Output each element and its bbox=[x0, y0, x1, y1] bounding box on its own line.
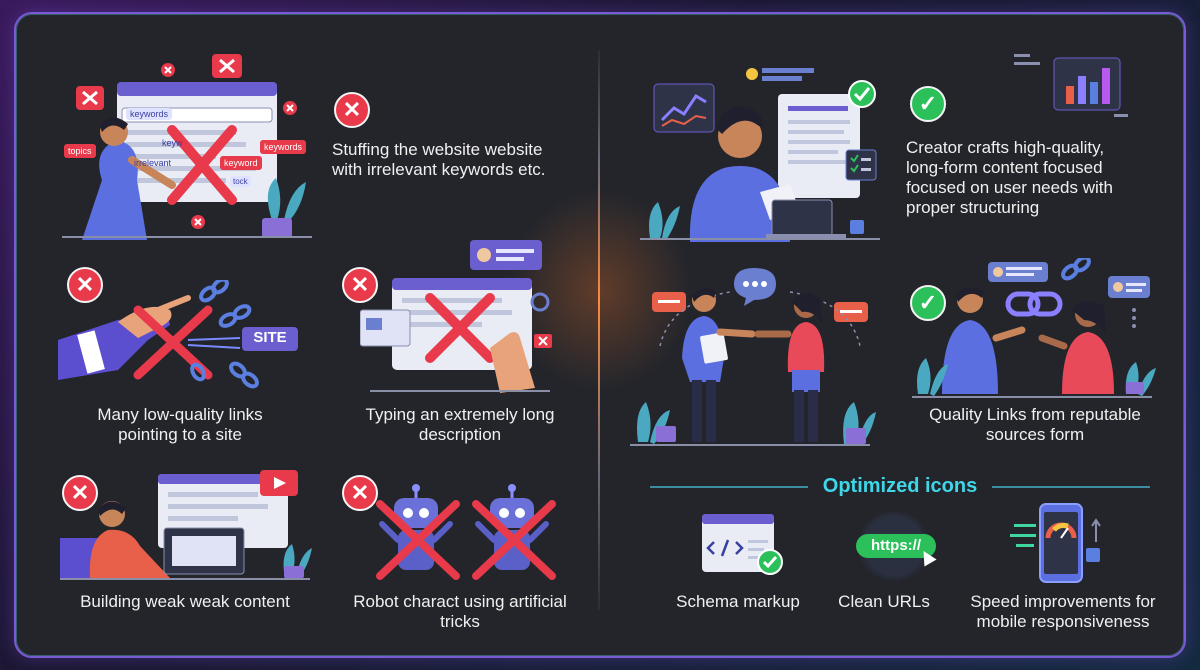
creator-content-illustration bbox=[640, 68, 880, 242]
code-window-icon bbox=[702, 514, 783, 575]
robot-tricks-illustration bbox=[376, 484, 556, 580]
site-tag: SITE bbox=[253, 329, 287, 346]
robot-icon bbox=[475, 484, 549, 570]
chart-icon bbox=[1014, 54, 1128, 117]
bad-caption-low-quality-links: Many low-quality links pointing to a sit… bbox=[97, 405, 263, 444]
weak-content-illustration bbox=[60, 470, 312, 580]
section-divider-left bbox=[650, 486, 808, 488]
optimized-icons-title: Optimized icons bbox=[822, 475, 978, 497]
good-caption-quality-content: Creator crafts high-quality, long-form c… bbox=[906, 138, 1113, 217]
bad-x-icon: ✕ bbox=[342, 267, 378, 303]
good-caption-quality-links: Quality Links from reputable sources for… bbox=[929, 405, 1141, 444]
bad-caption-weak-content: Building weak weak content bbox=[80, 592, 290, 611]
good-check-icon: ✓ bbox=[910, 285, 946, 321]
long-description-illustration bbox=[360, 240, 552, 393]
icon-label-clean-urls: Clean URLs bbox=[838, 592, 930, 611]
url-icon: https:// bbox=[854, 512, 937, 580]
bad-x-icon: ✕ bbox=[67, 267, 103, 303]
section-divider-right bbox=[992, 486, 1150, 488]
keyword-tag: topics bbox=[64, 144, 96, 158]
bad-links-illustration bbox=[58, 280, 298, 389]
handshake-illustration bbox=[630, 268, 876, 446]
center-glow bbox=[500, 180, 700, 400]
robot-icon bbox=[379, 484, 453, 570]
url-bar: https:// bbox=[856, 534, 936, 558]
center-divider bbox=[598, 50, 600, 610]
keyword-tag: irrelevant bbox=[134, 158, 172, 168]
bad-caption-long-description: Typing an extremely long description bbox=[365, 405, 555, 444]
bad-caption-keyword-stuffing: Stuffing the website website with irrele… bbox=[332, 140, 546, 179]
icon-label-speed: Speed improvements for mobile responsive… bbox=[970, 592, 1156, 631]
phone-speed-icon bbox=[1010, 503, 1101, 583]
keyword-tag: keywords bbox=[126, 108, 173, 120]
keyword-tag: keywords bbox=[260, 140, 307, 154]
keyword-tag: tock bbox=[230, 176, 251, 187]
keyword-tag: keyword bbox=[220, 156, 262, 170]
keyword-tags: keywords keywords keyword topics irrelev… bbox=[62, 50, 320, 240]
bad-caption-robot-tricks: Robot charact using artificial tricks bbox=[353, 592, 567, 631]
bad-x-icon: ✕ bbox=[62, 475, 98, 511]
good-check-icon: ✓ bbox=[910, 86, 946, 122]
quality-links-illustration bbox=[912, 258, 1156, 398]
icon-label-schema: Schema markup bbox=[676, 592, 800, 611]
bad-x-icon: ✕ bbox=[334, 92, 370, 128]
keyword-tag: keyw bbox=[162, 138, 183, 148]
bad-x-icon: ✕ bbox=[342, 475, 378, 511]
